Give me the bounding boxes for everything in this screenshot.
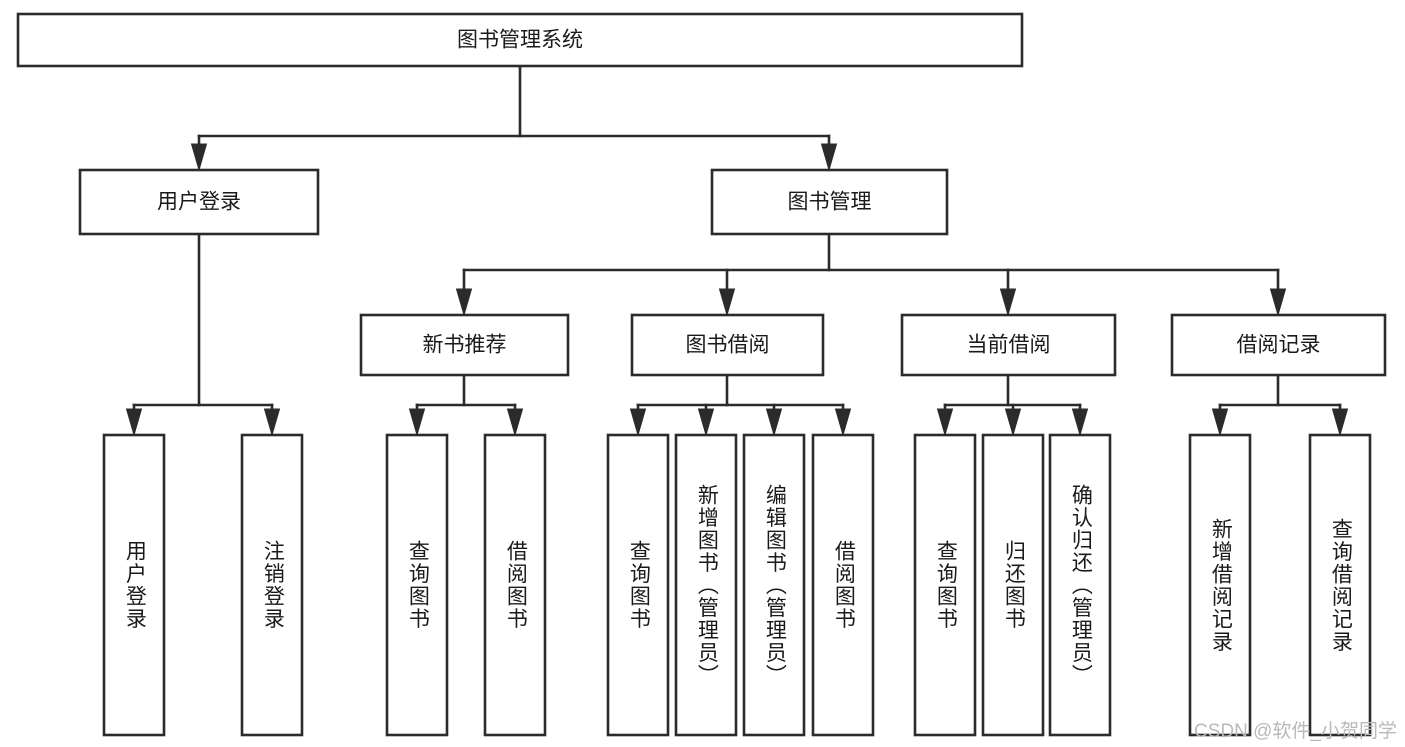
node-box-leaf-user-logout[interactable]: [240, 433, 304, 737]
edge-root-to-level2: [190, 64, 838, 172]
node-leaf-cur-return[interactable]: [981, 433, 1045, 737]
edge-arrowhead: [1004, 408, 1022, 437]
node-box-borrow-record[interactable]: [1170, 313, 1387, 377]
node-box-leaf-borrow-add[interactable]: [674, 433, 738, 737]
node-box-leaf-user-login[interactable]: [102, 433, 166, 737]
node-box-leaf-borrow-query[interactable]: [606, 433, 670, 737]
edge-book-manage-to-level3: [455, 232, 1287, 317]
node-book-manage[interactable]: 图书管理: [710, 168, 949, 236]
node-leaf-borrow-add[interactable]: [674, 433, 738, 737]
node-leaf-cur-confirm[interactable]: [1048, 433, 1112, 737]
node-box-leaf-rec-borrow[interactable]: [483, 433, 547, 737]
edge-user-login-to-leaves: [125, 232, 281, 437]
watermark-text: CSDN @软件_小贺同学: [1194, 721, 1397, 742]
node-leaf-borrow-lend[interactable]: [811, 433, 875, 737]
node-borrow-record[interactable]: 借阅记录: [1170, 313, 1387, 377]
node-leaf-user-login[interactable]: [102, 433, 166, 737]
node-box-current-borrow[interactable]: [900, 313, 1117, 377]
node-book-borrow[interactable]: 图书借阅: [630, 313, 825, 377]
node-label-book-borrow: 图书借阅: [686, 334, 770, 357]
edge-arrowhead: [697, 408, 715, 437]
edge-arrowhead: [629, 408, 647, 437]
edge-arrowhead: [1331, 408, 1349, 437]
edge-arrowhead: [125, 408, 143, 437]
node-root[interactable]: 图书管理系统: [16, 12, 1024, 68]
edge-arrowhead: [1071, 408, 1089, 437]
edge-arrowhead: [506, 408, 524, 437]
node-leaf-user-logout[interactable]: [240, 433, 304, 737]
edge-arrowhead: [408, 408, 426, 437]
node-box-leaf-rec-add[interactable]: [1188, 433, 1252, 737]
node-current-borrow[interactable]: 当前借阅: [900, 313, 1117, 377]
edge-current-borrow-to-leaves: [936, 373, 1089, 437]
node-leaf-rec-query[interactable]: [385, 433, 449, 737]
node-box-leaf-borrow-lend[interactable]: [811, 433, 875, 737]
edge-borrow-record-to-leaves: [1211, 373, 1349, 437]
node-box-user-login[interactable]: [78, 168, 320, 236]
edge-arrowhead: [936, 408, 954, 437]
node-label-book-manage: 图书管理: [788, 191, 872, 214]
node-new-book-rec[interactable]: 新书推荐: [359, 313, 570, 377]
node-box-leaf-cur-query[interactable]: [913, 433, 977, 737]
node-label-user-login: 用户登录: [157, 191, 241, 214]
edge-arrowhead: [1269, 288, 1287, 317]
node-label-new-book-rec: 新书推荐: [423, 334, 507, 357]
node-label-current-borrow: 当前借阅: [967, 334, 1051, 357]
edge-arrowhead: [190, 143, 208, 172]
node-box-leaf-rec-search[interactable]: [1308, 433, 1372, 737]
edge-arrowhead: [455, 288, 473, 317]
edge-book-borrow-to-leaves: [629, 373, 852, 437]
edge-arrowhead: [1211, 408, 1229, 437]
edge-new-book-rec-to-leaves: [408, 373, 524, 437]
node-box-leaf-cur-return[interactable]: [981, 433, 1045, 737]
node-user-login[interactable]: 用户登录: [78, 168, 320, 236]
node-box-leaf-cur-confirm[interactable]: [1048, 433, 1112, 737]
node-box-new-book-rec[interactable]: [359, 313, 570, 377]
edge-arrowhead: [999, 288, 1017, 317]
node-label-borrow-record: 借阅记录: [1237, 334, 1321, 357]
node-leaf-rec-borrow[interactable]: [483, 433, 547, 737]
edge-arrowhead: [834, 408, 852, 437]
edge-arrowhead: [263, 408, 281, 437]
node-leaf-rec-search[interactable]: [1308, 433, 1372, 737]
node-box-book-manage[interactable]: [710, 168, 949, 236]
node-box-leaf-borrow-edit[interactable]: [742, 433, 806, 737]
edge-arrowhead: [718, 288, 736, 317]
node-label-root: 图书管理系统: [457, 29, 583, 52]
node-leaf-rec-add[interactable]: [1188, 433, 1252, 737]
node-leaf-borrow-query[interactable]: [606, 433, 670, 737]
edge-arrowhead: [765, 408, 783, 437]
node-leaf-cur-query[interactable]: [913, 433, 977, 737]
node-box-root[interactable]: [16, 12, 1024, 68]
node-box-book-borrow[interactable]: [630, 313, 825, 377]
node-box-leaf-rec-query[interactable]: [385, 433, 449, 737]
node-leaf-borrow-edit[interactable]: [742, 433, 806, 737]
edge-arrowhead: [820, 143, 838, 172]
